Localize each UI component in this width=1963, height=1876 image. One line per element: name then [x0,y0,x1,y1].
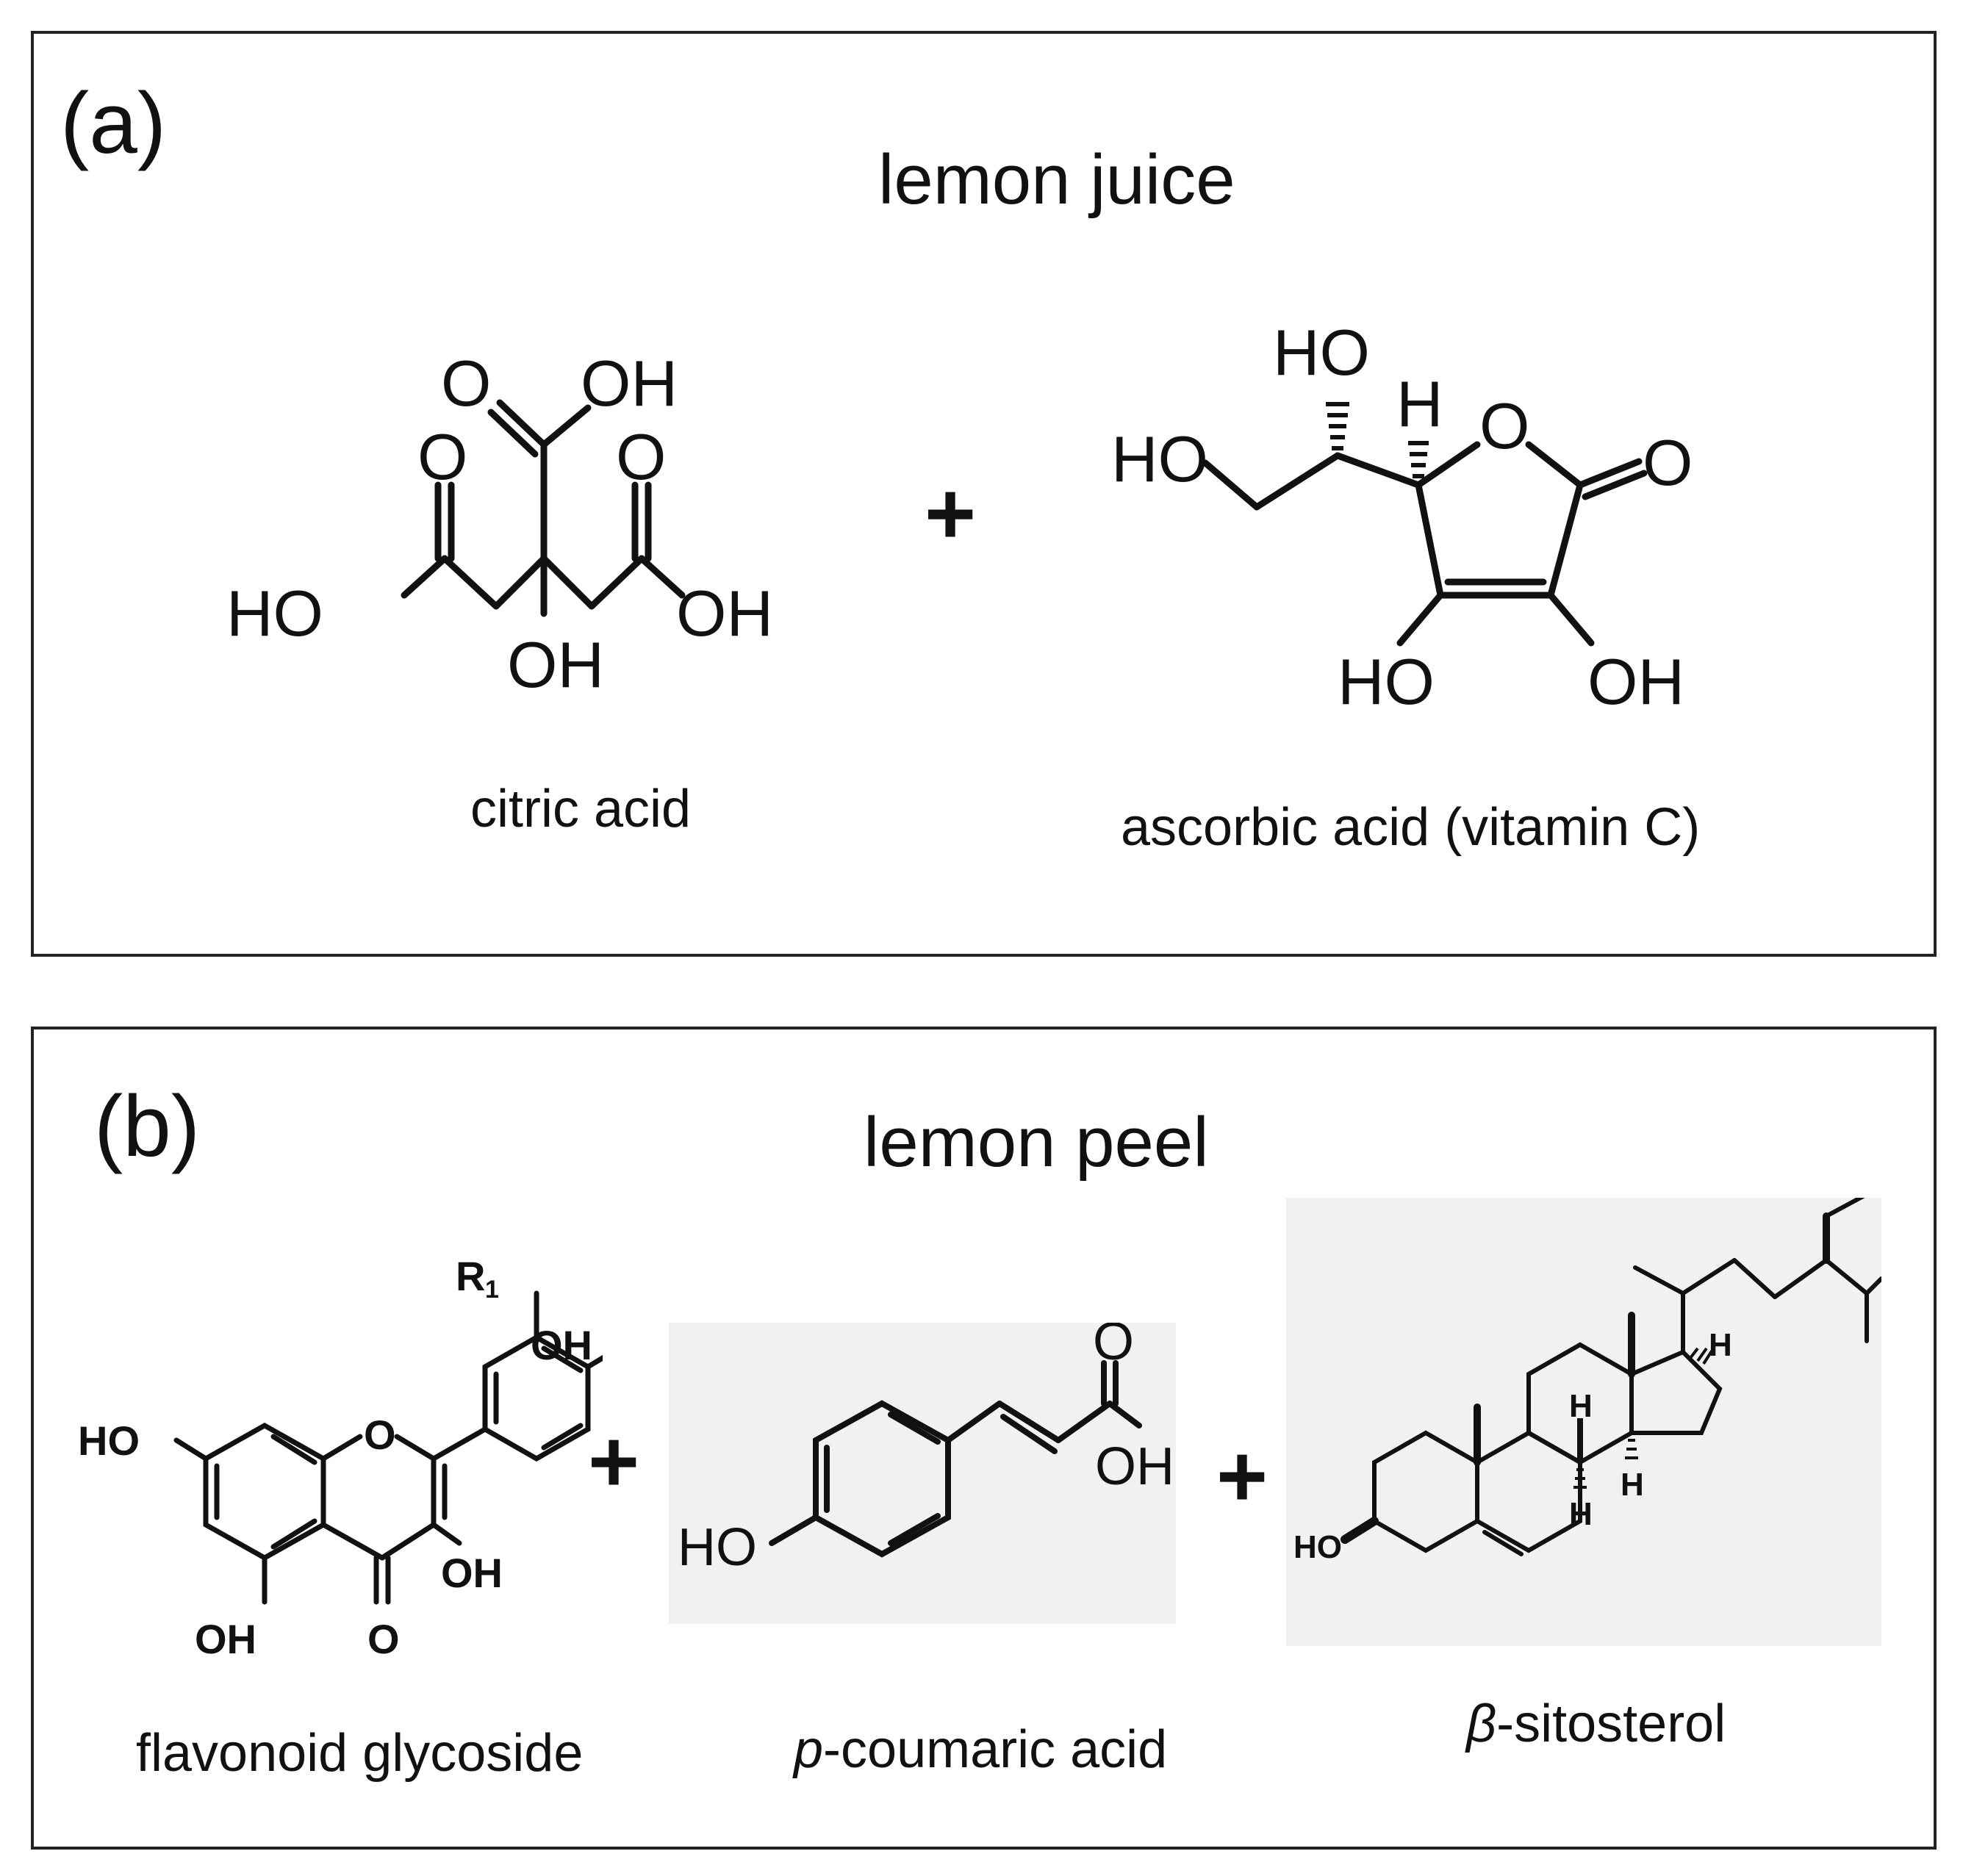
ascorbic-ho-bottom: HO [1338,645,1435,718]
sitosterol-ho: HO [1293,1529,1342,1565]
sitosterol-h14: H [1621,1467,1644,1503]
panel-b-label: (b) [94,1078,201,1175]
ascorbic-h: H [1396,367,1443,440]
flavonoid-ho-a: HO [78,1417,140,1464]
sitosterol-rest: -sitosterol [1496,1694,1726,1753]
ascorbic-ho-top: HO [1273,316,1370,389]
flavonoid-oh-3: OH [441,1550,503,1596]
panel-a-title: lemon juice [878,140,1235,219]
coumaric-o: O [1093,1323,1134,1371]
caption-p-coumaric-acid: p-coumaric acid [794,1719,1167,1780]
beta-sitosterol-structure: H H H H HO [1293,1198,1881,1565]
citric-o3: O [616,420,666,493]
citric-o2: O [417,420,467,493]
flavonoid-r1: R [456,1253,485,1299]
caption-beta-sitosterol: β-sitosterol [1466,1694,1726,1754]
flavonoid-oh-b: OH [531,1322,592,1368]
citric-oh1: OH [581,347,678,420]
panel-b-title: lemon peel [864,1103,1209,1182]
flavonoid-o-4: O [367,1616,400,1662]
sitosterol-prefix: β [1466,1694,1497,1753]
sitosterol-h17: H [1709,1327,1732,1363]
citric-oh2: OH [676,577,773,650]
citric-o1: O [441,347,491,420]
panel-a-label: (a) [60,75,167,172]
flavonoid-oh-5: OH [195,1616,256,1662]
ascorbic-o-ring: O [1479,389,1529,462]
coumaric-background [669,1323,1176,1624]
ascorbic-ho-left: HO [1111,423,1208,495]
ascorbic-oh-bottom: OH [1587,645,1684,718]
citric-ho: HO [226,577,323,650]
flavonoid-r1-sub: 1 [485,1276,499,1304]
flavonoid-o-ring: O [364,1412,396,1458]
coumaric-prefix: p [794,1720,824,1779]
plus-sign-a: + [925,464,977,563]
plus-sign-b1: + [588,1412,640,1511]
caption-ascorbic-acid: ascorbic acid (vitamin C) [1121,798,1701,857]
flavonoid-glycoside-structure: R 1 OH HO O OH OH O [78,1253,603,1662]
ascorbic-o-keto: O [1643,426,1693,499]
panel-a [31,31,1937,957]
caption-citric-acid: citric acid [470,780,692,838]
citric-oh3: OH [507,628,604,701]
caption-flavonoid-glycoside: flavonoid glycoside [136,1724,584,1783]
sitosterol-background [1286,1198,1881,1646]
sitosterol-h9: H [1569,1496,1593,1532]
sitosterol-h8: H [1569,1388,1593,1424]
coumaric-rest: -coumaric acid [823,1720,1168,1779]
plus-sign-b2: + [1216,1427,1268,1525]
p-coumaric-acid-structure: O OH HO [678,1323,1174,1577]
citric-acid-structure: O OH O O HO OH OH [226,347,773,701]
coumaric-ho: HO [678,1518,757,1577]
coumaric-oh: OH [1095,1437,1174,1496]
ascorbic-acid-structure: HO H O HO O HO OH [1111,316,1693,718]
